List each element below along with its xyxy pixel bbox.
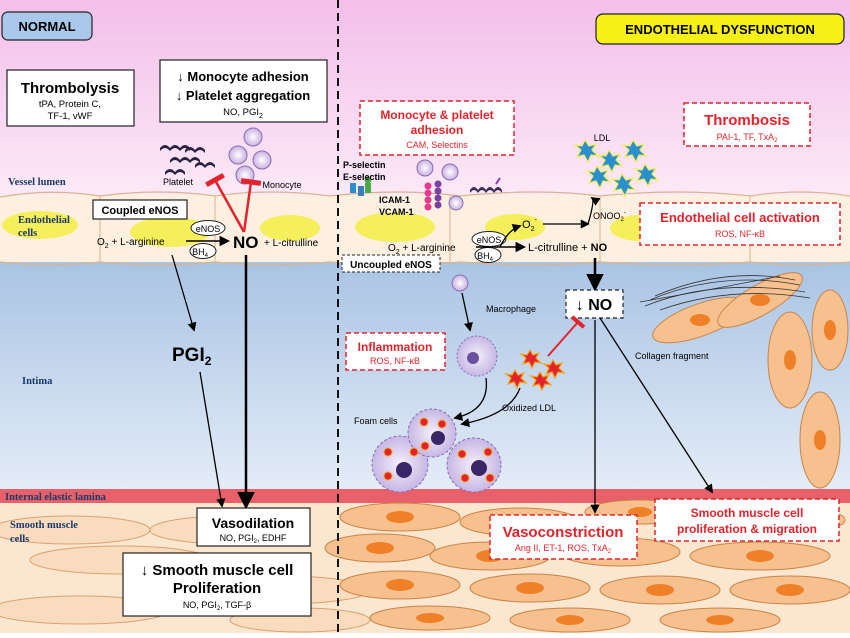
- oxidized-ldl-label: Oxidized LDL: [502, 403, 556, 413]
- mono-platelet-line2: adhesion: [411, 123, 464, 137]
- vasoconstriction-box: Vasoconstriction Ang II, ET-1, ROS, TxA2: [489, 514, 638, 560]
- dysfunction-enos-reaction: O2 + L-arginine eNOS BH4 O2- L-citrullin…: [388, 196, 626, 292]
- ldl-label: LDL: [594, 133, 611, 143]
- vasoconstriction-sub: Ang II, ET-1, ROS, TxA2: [515, 543, 612, 555]
- arrow-to-pgi2: [171, 254, 197, 332]
- mono-platelet-adhesion-box: Monocyte & platelet adhesion CAM, Select…: [359, 100, 515, 156]
- adhesion-sub: NO, PGI2: [223, 107, 263, 120]
- adhesion-line2: ↓ Platelet aggregation: [176, 88, 310, 103]
- normal-proliferation-line2: Proliferation: [173, 580, 261, 597]
- intima-label: Intima: [22, 376, 53, 387]
- activation-sub: ROS, NF-κB: [715, 229, 765, 239]
- superoxide-label: O2-: [522, 217, 537, 233]
- thrombolysis-line2: TF-1, vWF: [48, 111, 93, 122]
- iel-label: Internal elastic lamina: [5, 492, 107, 503]
- smc-prolif-line1: Smooth muscle cell: [691, 506, 804, 520]
- ldl-particles: [572, 138, 660, 198]
- monocyte-label: Monocyte: [262, 180, 301, 190]
- normal-badge: NORMAL: [1, 11, 93, 41]
- normal-enos-reaction: O2 + L-arginine eNOS BH4 NO + L-citrulli…: [97, 220, 319, 259]
- arrow-oxldl-to-foam: [460, 387, 521, 428]
- adhesion-box: ↓ Monocyte adhesion ↓ Platelet aggregati…: [159, 59, 328, 123]
- down-no-box: ↓ NO: [565, 289, 624, 319]
- platelet-label: Platelet: [163, 177, 194, 187]
- internal-elastic-lamina: [0, 489, 850, 503]
- normal-proliferation-sub: NO, PGI2, TGF-β: [183, 600, 251, 612]
- vasodilation-sub: NO, PGI2, EDHF: [220, 533, 287, 545]
- vessel-lumen-label: Vessel lumen: [8, 177, 66, 188]
- mono-platelet-line1: Monocyte & platelet: [380, 108, 493, 122]
- dys-bh4-label: BH4: [477, 251, 494, 263]
- normal-bh4-label: BH4: [192, 247, 209, 259]
- collagen-label: Collagen fragment: [635, 351, 709, 361]
- normal-proliferation-box: ↓ Smooth muscle cell Proliferation NO, P…: [122, 552, 312, 617]
- e-selectin-label: E-selectin: [343, 172, 386, 182]
- arrow-pgi2-to-vasodilation: [199, 371, 226, 508]
- inhibit-platelet-line: [205, 172, 246, 233]
- vasodilation-box: Vasodilation NO, PGI2, EDHF: [196, 507, 311, 547]
- uncoupled-enos-label: Uncoupled eNOS: [350, 260, 432, 271]
- platelets-normal: [160, 145, 215, 175]
- monocytes-normal: [228, 127, 272, 185]
- p-selectin-label: P-selectin: [343, 160, 386, 170]
- selectins: [350, 176, 372, 196]
- dys-o2-arginine: O2 + L-arginine: [388, 243, 456, 256]
- thrombosis-sub: PAI-1, TF, TxA2: [717, 132, 779, 144]
- down-no-label: ↓ NO: [576, 297, 612, 314]
- inflammation-box: Inflammation ROS, NF-κB: [345, 332, 446, 371]
- arrow-no-to-smc-proliferation: [599, 317, 713, 494]
- migrating-monocyte: [451, 274, 469, 292]
- activation-box: Endothelial cell activation ROS, NF-κB: [639, 202, 841, 246]
- arrow-monocyte-to-macrophage: [461, 292, 473, 332]
- normal-proliferation-line1: ↓ Smooth muscle cell: [141, 562, 294, 579]
- oxldl-inhibits-no-line: [547, 315, 586, 357]
- dysfunction-badge-label: ENDOTHELIAL DYSFUNCTION: [625, 22, 815, 37]
- inhibit-monocyte-line: [240, 178, 262, 233]
- macrophage-label: Macrophage: [486, 304, 536, 314]
- normal-enos-label: eNOS: [196, 224, 221, 234]
- icam-label: ICAM-1: [379, 195, 410, 205]
- inflammation-title: Inflammation: [358, 340, 433, 354]
- smc-prolif-line2: proliferation & migration: [677, 522, 817, 536]
- migrating-smooth-muscle-cells: [639, 272, 849, 489]
- adhesion-molecules: [416, 159, 502, 211]
- activation-title: Endothelial cell activation: [660, 210, 820, 225]
- normal-no-label: NO: [233, 233, 259, 252]
- thrombolysis-title: Thrombolysis: [21, 80, 119, 97]
- dysfunction-badge: ENDOTHELIAL DYSFUNCTION: [595, 13, 845, 45]
- thrombolysis-line1: tPA, Protein C,: [39, 99, 101, 110]
- foam-cells: [371, 408, 502, 493]
- smc-label-1: Smooth muscle: [10, 520, 78, 531]
- peroxynitrite-label: ONOO2-: [593, 210, 626, 223]
- inflammation-sub: ROS, NF-κB: [370, 356, 420, 366]
- macrophage: [456, 335, 498, 377]
- arrow-macrophage-to-foam: [453, 377, 488, 421]
- pgi2-label: PGI2: [172, 345, 212, 368]
- foam-cells-label: Foam cells: [354, 416, 398, 426]
- normal-o2-arginine: O2 + L-arginine: [97, 237, 165, 250]
- dys-enos-label: eNOS: [477, 235, 502, 245]
- coupled-enos-box: Coupled eNOS: [92, 199, 188, 220]
- vasoconstriction-title: Vasoconstriction: [503, 524, 624, 541]
- adhesion-line1: ↓ Monocyte adhesion: [177, 69, 309, 84]
- oxidized-ldl-particles: [503, 348, 566, 392]
- normal-badge-label: NORMAL: [18, 19, 75, 34]
- endothelial-label-1: Endothelial: [18, 215, 70, 226]
- thrombolysis-box: Thrombolysis tPA, Protein C, TF-1, vWF: [6, 69, 135, 127]
- coupled-enos-label: Coupled eNOS: [101, 205, 178, 217]
- smc-label-2: cells: [10, 534, 29, 545]
- thrombosis-box: Thrombosis PAI-1, TF, TxA2: [683, 102, 811, 147]
- smc-prolif-migration-box: Smooth muscle cell proliferation & migra…: [654, 498, 840, 542]
- uncoupled-enos-box: Uncoupled eNOS: [341, 254, 441, 273]
- vasodilation-title: Vasodilation: [212, 515, 294, 531]
- dys-citrulline-label: L-citrulline + NO: [528, 242, 608, 254]
- mono-platelet-sub: CAM, Selectins: [406, 140, 468, 150]
- thrombosis-title: Thrombosis: [704, 112, 790, 129]
- endothelial-label-2: cells: [18, 228, 37, 239]
- vcam-label: VCAM-1: [379, 207, 414, 217]
- normal-citrulline-label: + L-citrulline: [264, 238, 319, 249]
